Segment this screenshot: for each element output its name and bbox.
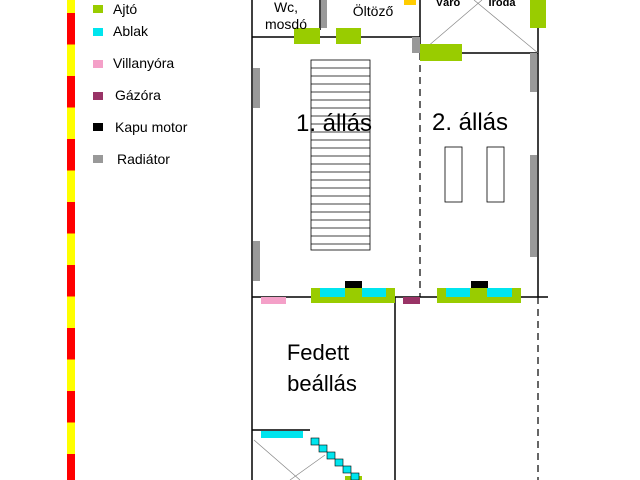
lift-pad <box>444 146 463 203</box>
legend-label-gas-meter: Gázóra <box>115 87 161 103</box>
legend-swatch-gate-motor <box>93 123 103 131</box>
gas-meter <box>403 297 420 304</box>
legend: Ajtó Ablak Villanyóra Gázóra Kapu motor … <box>93 1 188 167</box>
window <box>261 431 303 438</box>
window <box>446 288 470 297</box>
window <box>320 288 345 297</box>
property-boundary-bar <box>67 0 75 480</box>
gate-motor <box>471 281 488 288</box>
boundary-segment <box>67 391 75 423</box>
door <box>336 28 361 44</box>
window-step <box>310 437 320 446</box>
room-label-changing: Öltöző <box>353 2 394 19</box>
lower-diagonals <box>253 439 326 480</box>
boundary-segment <box>67 265 75 297</box>
stepped-window <box>310 437 360 480</box>
legend-label-electric-meter: Villanyóra <box>113 55 174 71</box>
window-step <box>318 444 328 453</box>
boundary-segment <box>67 170 75 202</box>
legend-label-window: Ablak <box>113 23 149 39</box>
boundary-segment <box>67 76 75 108</box>
legend-swatch-gas-meter <box>93 92 103 100</box>
radiator <box>530 53 537 92</box>
legend-swatch-window <box>93 28 103 36</box>
boundary-segment <box>67 13 75 45</box>
window-step <box>334 458 344 467</box>
boundary-segment <box>67 296 75 328</box>
window-step <box>342 465 352 474</box>
legend-swatch-door <box>93 5 103 13</box>
boundary-segment <box>67 44 75 76</box>
bay-label-1: 1. állás <box>296 110 372 137</box>
ramp-outline <box>310 59 371 251</box>
lift-ramp <box>310 59 371 251</box>
gate-motor <box>345 281 362 288</box>
radiator <box>412 37 420 53</box>
window <box>362 288 386 297</box>
boundary-segment <box>67 139 75 171</box>
boundary-segment <box>67 328 75 360</box>
door <box>294 28 320 44</box>
boundary-segment <box>67 454 75 480</box>
room-label-waiting: Váró <box>436 0 461 9</box>
boundary-segment <box>67 233 75 265</box>
boundary-segment <box>67 202 75 234</box>
room-label-wc: Wc, <box>274 0 298 15</box>
door <box>420 44 462 61</box>
radiators <box>253 0 537 281</box>
covered-parking-label: Fedett <box>287 340 349 365</box>
door <box>530 0 546 28</box>
window-step <box>350 472 360 480</box>
legend-swatch-electric-meter <box>93 60 103 68</box>
bay-label-2: 2. állás <box>432 109 508 136</box>
legend-label-door: Ajtó <box>113 1 137 17</box>
radiator <box>253 241 260 281</box>
room-label-wc-2: mosdó <box>265 16 307 32</box>
radiator <box>530 155 537 257</box>
room-label-office: Iroda <box>489 0 517 9</box>
legend-label-gate-motor: Kapu motor <box>115 119 188 135</box>
yellow-marker <box>404 0 416 5</box>
windows <box>261 288 512 438</box>
boundary-segment <box>67 422 75 454</box>
legend-label-radiator: Radiátor <box>117 151 170 167</box>
lift-pad <box>486 146 505 203</box>
boundary-segment <box>67 359 75 391</box>
boundary-segment <box>67 107 75 139</box>
window-step <box>326 451 336 460</box>
radiator <box>253 68 260 108</box>
radiator <box>321 0 327 28</box>
boundary-segment <box>67 0 75 13</box>
window <box>487 288 512 297</box>
legend-swatch-radiator <box>93 155 103 163</box>
electric-meter <box>261 297 286 304</box>
covered-parking-label-2: beállás <box>287 371 357 396</box>
walls <box>251 0 548 480</box>
